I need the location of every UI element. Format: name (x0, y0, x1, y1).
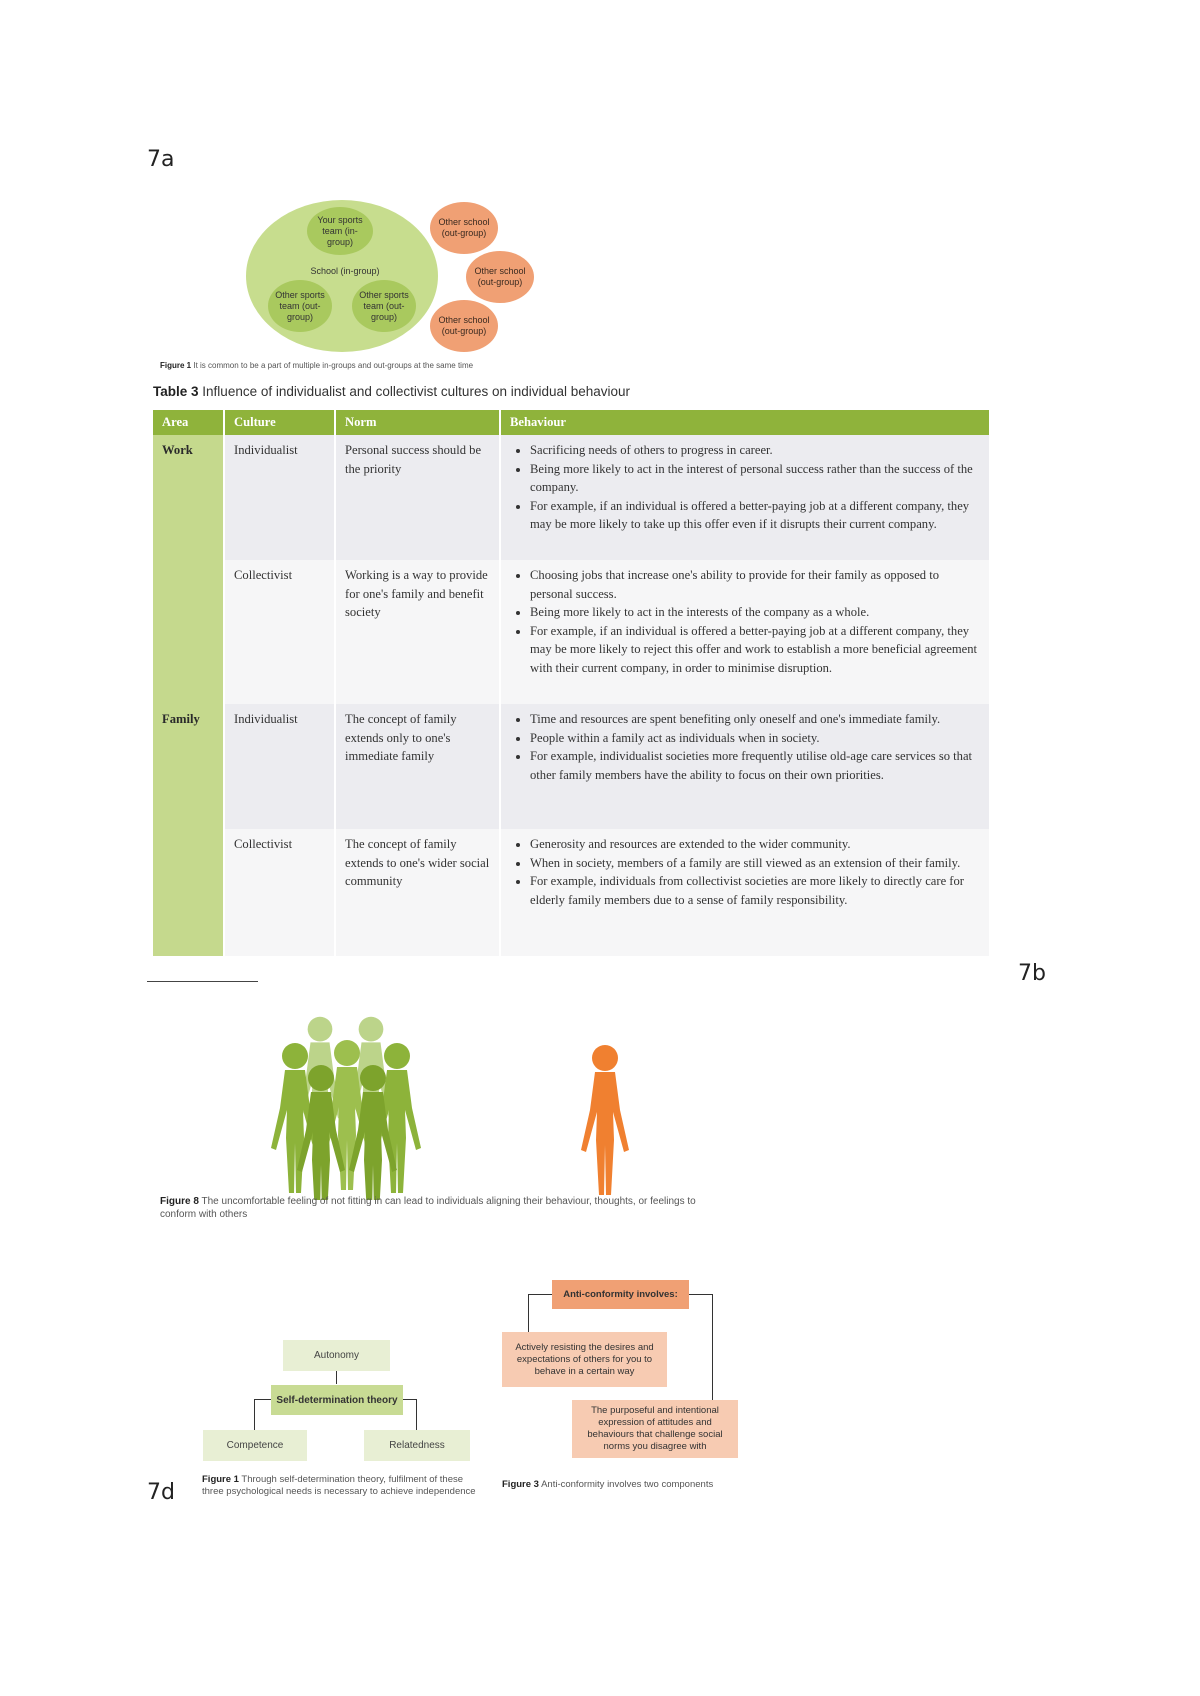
area-cell: Work (153, 435, 225, 704)
anticonformity-box-1-text: Actively resisting the desires and expec… (515, 1341, 654, 1377)
behaviour-item: Being more likely to act in the interest… (530, 603, 980, 622)
culture-cell: Collectivist (224, 829, 336, 956)
behaviour-item: Sacrificing needs of others to progress … (530, 441, 980, 460)
behaviour-cell: Sacrificing needs of others to progress … (500, 435, 991, 560)
section-label-7d: 7d (147, 1480, 175, 1505)
norm-cell: Personal success should be the priority (335, 435, 501, 560)
figure-sdt-caption-text: Through self-determination theory, fulfi… (202, 1474, 476, 1497)
other-school-label-2: Other school (out-group) (474, 266, 526, 287)
school-label: School (in-group) (310, 266, 380, 276)
culture-cell: Collectivist (224, 560, 336, 704)
figure-anticonformity-caption-label: Figure 3 (502, 1479, 539, 1490)
conformity-illustration (271, 1016, 629, 1200)
other-team-oval-1: Other sports team (out-group) (268, 280, 332, 332)
other-team-label-2: Other sports team (out-group) (359, 289, 409, 322)
behaviour-item: Being more likely to act in the interest… (530, 460, 980, 497)
header-behaviour: Behaviour (500, 410, 991, 435)
anticonformity-box-2: The purposeful and intentional expressio… (572, 1400, 738, 1458)
figure-groups-caption-label: Figure 1 (160, 361, 192, 370)
separator-line (147, 981, 258, 982)
behaviour-cell: Time and resources are spent benefiting … (500, 704, 991, 829)
figure-sdt-caption: Figure 1 Through self-determination theo… (202, 1474, 477, 1498)
header-culture: Culture (224, 410, 336, 435)
figure-sdt-caption-label: Figure 1 (202, 1474, 239, 1485)
norm-cell: Working is a way to provide for one's fa… (335, 560, 501, 704)
norm-cell: The concept of family extends to one's w… (335, 829, 501, 956)
section-label-7b: 7b (1018, 961, 1046, 986)
competence-box: Competence (203, 1430, 307, 1461)
table-header-row: Area Culture Norm Behaviour (153, 410, 991, 435)
behaviour-item: Time and resources are spent benefiting … (530, 710, 980, 729)
autonomy-box: Autonomy (283, 1340, 390, 1371)
in-group-team-oval: Your sports team (in-group) (307, 207, 373, 255)
behaviour-item: Choosing jobs that increase one's abilit… (530, 566, 980, 603)
behaviour-item: When in society, members of a family are… (530, 854, 980, 873)
table-title-text: Influence of individualist and collectiv… (202, 384, 631, 399)
behaviour-item: Generosity and resources are extended to… (530, 835, 980, 854)
table-row: Family Individualist The concept of fami… (153, 704, 991, 956)
table-row: Collectivist The concept of family exten… (153, 829, 991, 956)
figure-conformity-caption-label: Figure 8 (160, 1196, 199, 1207)
culture-cell: Individualist (224, 704, 336, 829)
figure-anticonformity-caption: Figure 3 Anti-conformity involves two co… (502, 1478, 762, 1491)
other-school-label-3: Other school (out-group) (438, 315, 490, 336)
table-row: Collectivist Working is a way to provide… (153, 560, 991, 704)
figure-conformity-caption: Figure 8 The uncomfortable feeling of no… (160, 1195, 720, 1221)
behaviour-cell: Generosity and resources are extended to… (500, 829, 991, 956)
other-school-oval-1: Other school (out-group) (430, 202, 498, 254)
table-title: Table 3 Influence of individualist and c… (153, 384, 630, 399)
other-school-oval-3: Other school (out-group) (430, 300, 498, 352)
behaviour-item: People within a family act as individual… (530, 729, 980, 748)
area-cell: Family (153, 704, 225, 956)
culture-cell: Individualist (224, 435, 336, 560)
anticonformity-title-box: Anti-conformity involves: (552, 1280, 689, 1309)
culture-table: Area Culture Norm Behaviour Work Individ… (153, 410, 991, 956)
behaviour-cell: Choosing jobs that increase one's abilit… (500, 560, 991, 704)
header-area: Area (153, 410, 225, 435)
table-row: Work Individualist Personal success shou… (153, 435, 991, 704)
norm-cell: The concept of family extends only to on… (335, 704, 501, 829)
other-team-label-1: Other sports team (out-group) (275, 289, 325, 322)
behaviour-item: For example, individualist societies mor… (530, 747, 980, 784)
figure-anticonformity-caption-text: Anti-conformity involves two components (541, 1479, 714, 1490)
section-label-7a: 7a (147, 147, 175, 172)
other-school-label-1: Other school (out-group) (438, 217, 490, 238)
group-figures (271, 1016, 421, 1200)
figure-groups-caption-text: It is common to be a part of multiple in… (193, 361, 474, 370)
sdt-center-box: Self-determination theory (271, 1385, 403, 1415)
figure-groups-caption: Figure 1 It is common to be a part of mu… (160, 359, 560, 372)
behaviour-item: For example, if an individual is offered… (530, 622, 980, 678)
relatedness-box: Relatedness (364, 1430, 470, 1461)
figure-conformity-caption-text: The uncomfortable feeling of not fitting… (160, 1196, 696, 1220)
other-team-oval-2: Other sports team (out-group) (352, 280, 416, 332)
behaviour-item: For example, if an individual is offered… (530, 497, 980, 534)
in-group-team-label: Your sports team (in-group) (317, 214, 363, 247)
table-title-label: Table 3 (153, 384, 199, 399)
other-school-oval-2: Other school (out-group) (466, 251, 534, 303)
anticonformity-box-1: Actively resisting the desires and expec… (502, 1332, 667, 1387)
behaviour-item: For example, individuals from collectivi… (530, 872, 980, 909)
anticonformity-box-2-text: The purposeful and intentional expressio… (587, 1405, 723, 1452)
individual-person-icon (581, 1045, 629, 1195)
header-norm: Norm (335, 410, 501, 435)
